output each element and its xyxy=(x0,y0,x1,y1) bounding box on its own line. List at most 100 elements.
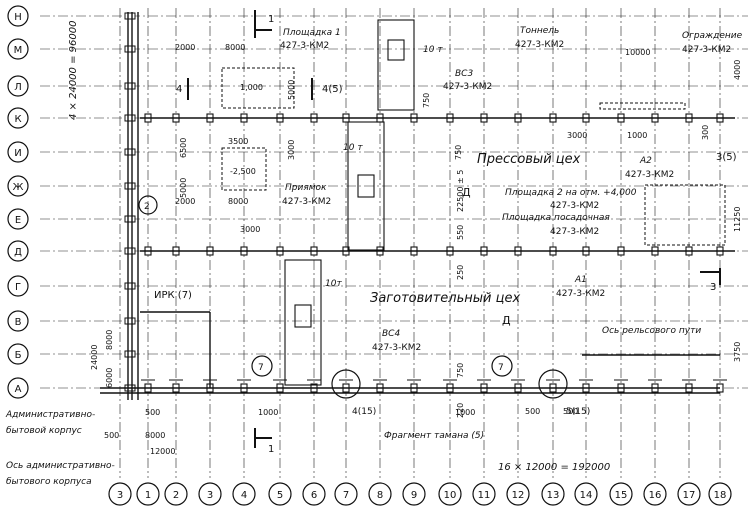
dim-550: 550 xyxy=(456,225,465,240)
row-axis-bubble: Б xyxy=(7,343,29,365)
wall-post xyxy=(124,317,136,325)
dim-1000-a: 1000 xyxy=(258,408,278,417)
tunnel-dim: 10000 xyxy=(625,48,650,57)
callout-7-right: 7 xyxy=(498,363,504,373)
row-axis-label: Г xyxy=(15,282,21,293)
press-shop-label: Прессовый цех xyxy=(477,152,581,167)
column-axis-bubble: 4 xyxy=(232,482,256,506)
row-axis-bubble: Л xyxy=(7,75,29,97)
dim-500-d: 500 xyxy=(563,407,578,416)
room-mark-prep: Д xyxy=(502,314,511,327)
column-axis-bubble: 17 xyxy=(677,482,701,506)
a1-title: А1 xyxy=(574,275,587,285)
a2-code: 427-3-КМ2 xyxy=(625,170,674,180)
column-axis-bubble: 8 xyxy=(368,482,392,506)
dim-750-b: 750 xyxy=(454,145,463,160)
admin-building-label-1: Административно- xyxy=(5,410,95,420)
dim-250: 250 xyxy=(456,265,465,280)
section-1-top: 1 xyxy=(268,14,274,25)
column-axis-bubble: 3 xyxy=(108,482,132,506)
dim-500-left: 500 xyxy=(104,431,119,440)
callout-415: 4(15) xyxy=(352,407,376,417)
column-axis-label: 13 xyxy=(547,490,560,501)
dim-12000: 12000 xyxy=(150,447,175,456)
row-axis-bubble: К xyxy=(7,107,29,129)
prep-shop-label: Заготовительный цех xyxy=(370,291,520,306)
platform-landing-code: 427-3-КМ2 xyxy=(550,227,599,237)
dim-750-c: 750 xyxy=(456,363,465,378)
node-callout-circles xyxy=(138,195,568,399)
section-35: 3(5) xyxy=(716,152,737,163)
row-axis-bubble: И xyxy=(7,141,29,163)
dim-3000-a: 3000 xyxy=(287,140,296,160)
column-axis-bubble: 12 xyxy=(506,482,530,506)
dim-750-a: 750 xyxy=(422,93,431,108)
horizontal-total-dim: 16 × 12000 = 192000 xyxy=(498,462,610,473)
column-axis-label: 15 xyxy=(615,490,628,501)
section-1-bottom: 1 xyxy=(268,444,274,455)
row-axis-bubble: А xyxy=(7,377,29,399)
row-axis-label: В xyxy=(15,317,22,328)
column-axis-label: 16 xyxy=(649,490,662,501)
column-axis-bubble: 14 xyxy=(574,482,598,506)
vs4-title: ВС4 xyxy=(382,329,400,339)
column-axis-bubble: 11 xyxy=(472,482,496,506)
beam-lines xyxy=(100,12,735,400)
crane-runways xyxy=(284,19,415,386)
pit-code: 427-3-КМ2 xyxy=(282,197,331,207)
platform1-code: 427-3-КМ2 xyxy=(280,41,329,51)
wall-post xyxy=(124,247,136,255)
pit-dim3500: 3500 xyxy=(228,137,248,146)
dim-11250: 11250 xyxy=(733,207,742,232)
dim-220: 220 xyxy=(456,403,465,418)
column-axis-label: 1 xyxy=(145,490,151,501)
wall-post xyxy=(124,215,136,223)
labels: 4 × 24000 = 96000 16 × 12000 = 192000 Пр… xyxy=(5,14,743,487)
dim-4000: 4000 xyxy=(733,60,742,80)
wall-post xyxy=(124,114,136,122)
wall-post xyxy=(124,12,136,20)
column-axis-label: 17 xyxy=(683,490,696,501)
dim-6000: 6000 xyxy=(105,368,114,388)
platform-landing-title: Площадка посадочная xyxy=(502,213,610,223)
pit-dim2000: 2000 xyxy=(175,197,195,206)
column-axis-label: 4 xyxy=(241,490,247,501)
dim-6500: 6500 xyxy=(179,138,188,158)
wall-post xyxy=(124,350,136,358)
row-axis-label: Л xyxy=(14,82,22,93)
wall-post xyxy=(124,82,136,90)
column-axis-bubble: 16 xyxy=(643,482,667,506)
dim-22500: 22500 ± 5 xyxy=(456,170,465,212)
column-axis-bubble: 7 xyxy=(334,482,358,506)
column-axis-label: 9 xyxy=(411,490,417,501)
column-axis-bubble: 2 xyxy=(164,482,188,506)
rail-axis-label: Ось рельсового пути xyxy=(602,326,701,336)
row-axis-bubble: Ж xyxy=(7,175,29,197)
section-cut-markers xyxy=(187,10,721,448)
fence-title: Ограждение xyxy=(682,31,743,41)
callout-2: 2 xyxy=(144,202,150,212)
dim-3000-b: 3000 xyxy=(240,225,260,234)
dim-300: 300 xyxy=(701,125,710,140)
column-axis-label: 2 xyxy=(173,490,179,501)
callout-515: 5(15) xyxy=(566,407,590,417)
column-axis-bubble: 3 xyxy=(198,482,222,506)
tunnel-title: Тоннель xyxy=(520,26,559,36)
crane-mid-label: 10 т xyxy=(343,143,363,153)
row-axis-bubble: Н xyxy=(7,5,29,27)
dim-500-bottom: 500 xyxy=(145,408,160,417)
dim-500-c: 500 xyxy=(525,407,540,416)
wall-post xyxy=(124,45,136,53)
vs3-code: 427-3-КМ2 xyxy=(443,82,492,92)
row-axis-bubble: В xyxy=(7,310,29,332)
column-axis-bubble: 1 xyxy=(136,482,160,506)
ipk-label: ИРК (7) xyxy=(154,290,192,301)
column-axis-label: 8 xyxy=(377,490,383,501)
column-axis-label: 14 xyxy=(580,490,593,501)
section-45: 4(5) xyxy=(322,84,343,95)
row-axis-label: К xyxy=(14,114,21,125)
column-axis-label: 10 xyxy=(444,490,457,501)
